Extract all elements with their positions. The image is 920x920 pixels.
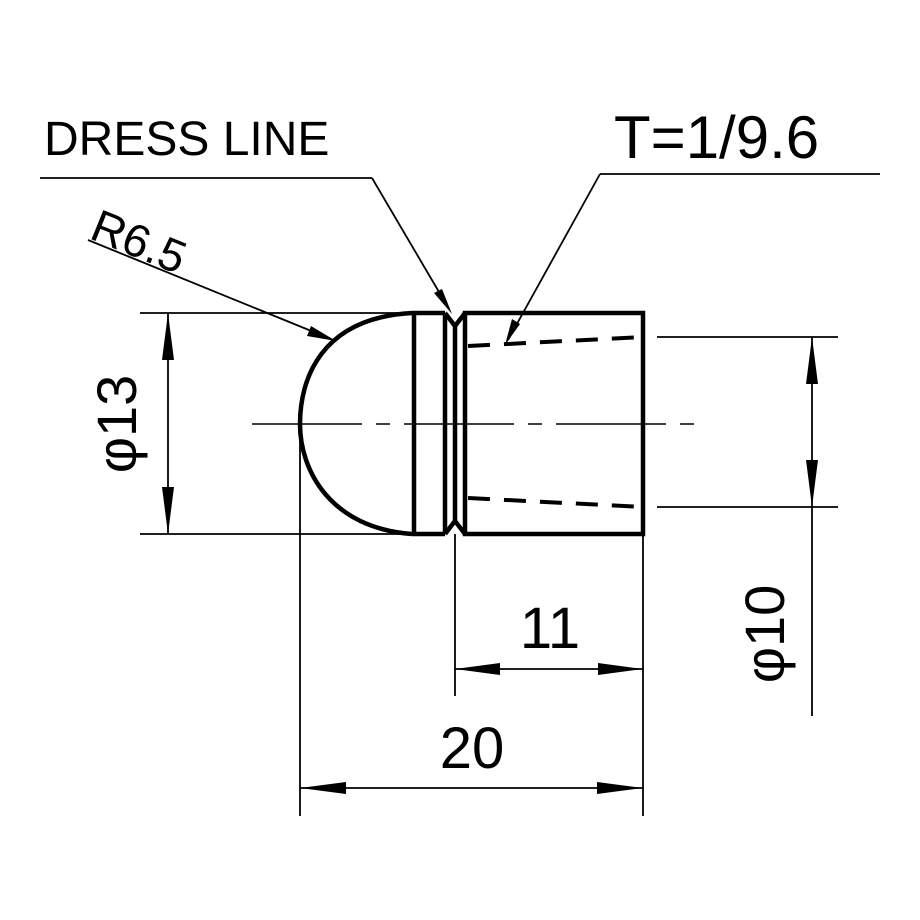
len20-arrow-left — [300, 782, 346, 794]
dia13-arrow-bottom — [162, 487, 174, 534]
taper-leader — [507, 173, 601, 341]
radius-arrowhead — [307, 326, 336, 341]
dress-line-groove-bottom — [443, 517, 467, 536]
leaders — [40, 173, 880, 345]
labels: DRESS LINE T=1/9.6 R6.5 φ13 φ10 11 20 — [44, 104, 819, 781]
len11-arrow-right — [598, 663, 643, 675]
dress-line-label: DRESS LINE — [44, 113, 329, 166]
len20-arrow-right — [597, 782, 643, 794]
taper-label: T=1/9.6 — [614, 104, 819, 171]
taper-arrowhead — [505, 319, 520, 345]
dress-line-groove-top — [443, 311, 467, 330]
taper-bore-top — [467, 335, 644, 348]
taper-bore-bottom — [467, 496, 644, 509]
dimensions — [140, 312, 838, 816]
dia10-label: φ10 — [733, 585, 796, 684]
radius-leader — [87, 239, 332, 340]
dress-line-leader — [371, 177, 450, 310]
dia13-arrow-top — [162, 313, 174, 360]
len20-label: 20 — [440, 716, 505, 781]
radius-label: R6.5 — [84, 199, 194, 284]
len11-arrow-left — [455, 663, 500, 675]
part-outline — [252, 310, 694, 537]
dress-line-arrowhead — [434, 289, 452, 314]
dia10-arrow-top — [806, 337, 818, 384]
len11-label: 11 — [520, 596, 580, 661]
dia10-arrow-bottom — [806, 460, 818, 507]
dia13-label: φ13 — [85, 375, 148, 474]
